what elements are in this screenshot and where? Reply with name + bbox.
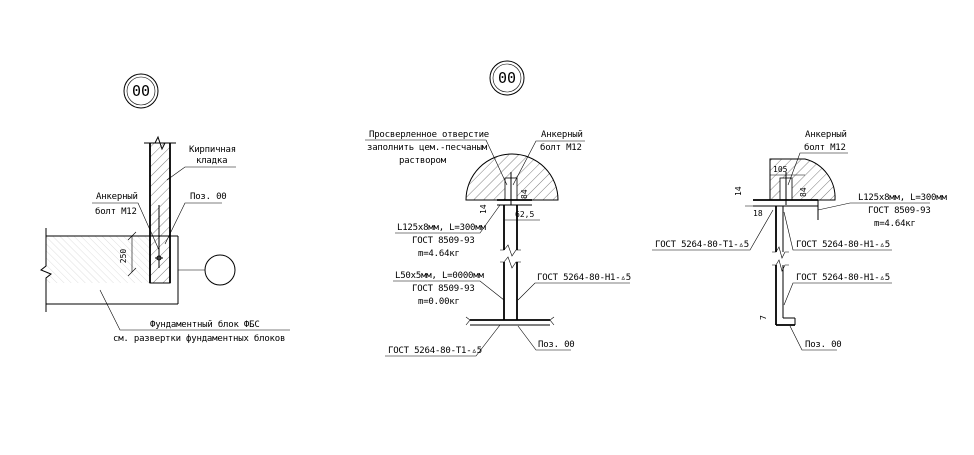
- hole-label-2: заполнить цем.-песчаным: [367, 143, 488, 153]
- section-circle: [204, 254, 236, 286]
- angle-label-2-1: L125х8мм, L=300мм: [397, 223, 486, 233]
- block-label-2: см. развертки фундаментных блоков: [113, 333, 285, 344]
- angle-label-3-1: L125х8мм, L=300мм: [858, 193, 947, 203]
- pos-label-1: Поз. 00: [190, 192, 227, 202]
- hole-label-3: раствором: [399, 156, 447, 166]
- weld-label-3-h1a: ГОСТ 5264-80-Н1-▵5: [796, 240, 890, 250]
- angle2-label-3: m=0.00кг: [418, 297, 460, 307]
- anchor-label-3-1: Анкерный: [805, 130, 847, 140]
- steel-angle-2: [465, 199, 555, 326]
- angle-label-3-2: ГОСТ 8509-93: [868, 206, 931, 216]
- pos-label-3: Поз. 00: [805, 340, 842, 350]
- dim-625: 62,5: [515, 210, 534, 219]
- angle-label-2-2: ГОСТ 8509-93: [412, 236, 475, 246]
- detail-1-mark-text: 00: [132, 82, 150, 100]
- angle-label-2-3: m=4.64кг: [418, 249, 460, 259]
- dim-18: 18: [753, 209, 763, 218]
- dim-250-text: 250: [119, 249, 128, 264]
- weld-label-3-h1b: ГОСТ 5264-80-Н1-▵5: [796, 273, 890, 283]
- anchor-label-3-2: болт М12: [804, 142, 846, 153]
- dim-250: 250: [119, 231, 137, 277]
- brick-label-1: Кирпичная: [189, 145, 236, 155]
- pos-label-2: Поз. 00: [538, 340, 575, 350]
- dim-105: 105: [773, 165, 788, 174]
- detail-2-mark-text: 00: [498, 69, 516, 87]
- detail-2-mark: 00: [489, 60, 525, 96]
- weld-label-3-t1: ГОСТ 5264-80-Т1-▵5: [655, 240, 749, 250]
- dim-84-3: 84: [799, 187, 808, 197]
- detail-1-mark: 00: [123, 73, 159, 109]
- anchor-label-2-2: болт М12: [540, 142, 582, 153]
- detail-1: 00 2: [40, 73, 290, 344]
- anchor-label-2-1: Анкерный: [541, 130, 583, 140]
- brick-label-2: кладка: [196, 156, 227, 166]
- weld-label-2-h1: ГОСТ 5264-80-Н1-▵5: [537, 273, 631, 283]
- angle2-label-1: L50х5мм, L=0000мм: [395, 271, 484, 281]
- dim-84-2: 84: [520, 189, 529, 199]
- weld-label-2-t1: ГОСТ 5264-80-Т1-▵5: [388, 346, 482, 356]
- detail-2: 00 14 84 62,5 Просверленное отверстие: [365, 60, 631, 357]
- anchor-label-2: болт М12: [95, 206, 137, 217]
- dim-14-2: 14: [479, 204, 488, 214]
- concrete-section-2: [465, 153, 559, 201]
- angle2-label-2: ГОСТ 8509-93: [412, 284, 475, 294]
- dim-7: 7: [759, 315, 768, 320]
- dim-14-3: 14: [734, 186, 743, 196]
- anchor-label-1: Анкерный: [96, 192, 138, 202]
- anchor-bolt-1: [155, 205, 163, 268]
- block-label-1: Фундаментный блок ФБС: [150, 319, 260, 330]
- detail-3: 105 84 14 18 7 Анкерный болт М12 L125х8м…: [652, 130, 948, 351]
- brick-wall: [144, 135, 176, 284]
- hole-label-1: Просверленное отверстие: [369, 130, 489, 140]
- angle-label-3-3: m=4.64кг: [874, 219, 916, 229]
